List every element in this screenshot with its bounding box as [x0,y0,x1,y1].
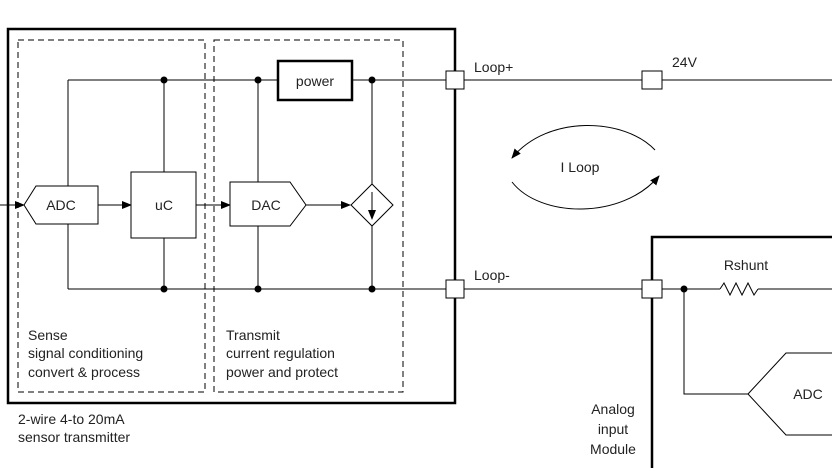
adc-block-label: ADC [46,197,76,213]
adc-input-wire [683,289,748,395]
uc-block [130,171,197,239]
dac-block-label: DAC [251,197,281,213]
loop-current-arrow-top [511,125,656,159]
rshunt-resistor-symbol [719,281,759,297]
supply-terminal [641,70,663,90]
transmitter-caption-line1: 2-wire 4-to 20mA [18,411,125,427]
loop-plus-terminal [445,70,465,90]
sense-title: Sense [28,327,68,343]
sense-line2: convert & process [28,364,140,380]
module-adc-label: ADC [793,386,823,402]
junction-dot [368,285,376,293]
loop-minus-terminal [445,279,465,299]
adc-block [23,185,99,225]
module-adc-block [747,352,832,436]
transmitter-caption-line2: sensor transmitter [18,429,130,445]
module-title-line1: Analog [591,401,635,417]
loop-minus-label: Loop- [474,267,510,283]
rshunt-label: Rshunt [724,257,768,273]
transmit-title: Transmit [226,327,280,343]
dac-block [229,181,307,227]
loop-current-label: I Loop [561,159,600,175]
module-input-terminal-overlay [641,279,663,299]
junction-dot [160,76,168,84]
supply-voltage-label: 24V [672,54,698,70]
transmit-line2: power and protect [226,364,338,380]
power-block [276,59,354,102]
loop-plus-label: Loop+ [474,59,513,75]
sense-section-box [17,39,206,393]
transmitter-box [6,27,457,405]
sense-line1: signal conditioning [28,345,143,361]
junction-dot [160,285,168,293]
power-block-label: power [296,73,334,89]
module-title-line2: input [598,421,628,437]
junction-dot [368,76,376,84]
uc-block-label: uC [155,197,173,213]
transmit-section-box [213,39,404,393]
junction-dot [254,285,262,293]
junction-dot [254,76,262,84]
module-title-line3: Module [590,441,636,457]
loop-current-arrow-bottom [511,175,660,210]
transmit-line1: current regulation [226,345,335,361]
analog-input-module-box [650,235,832,468]
